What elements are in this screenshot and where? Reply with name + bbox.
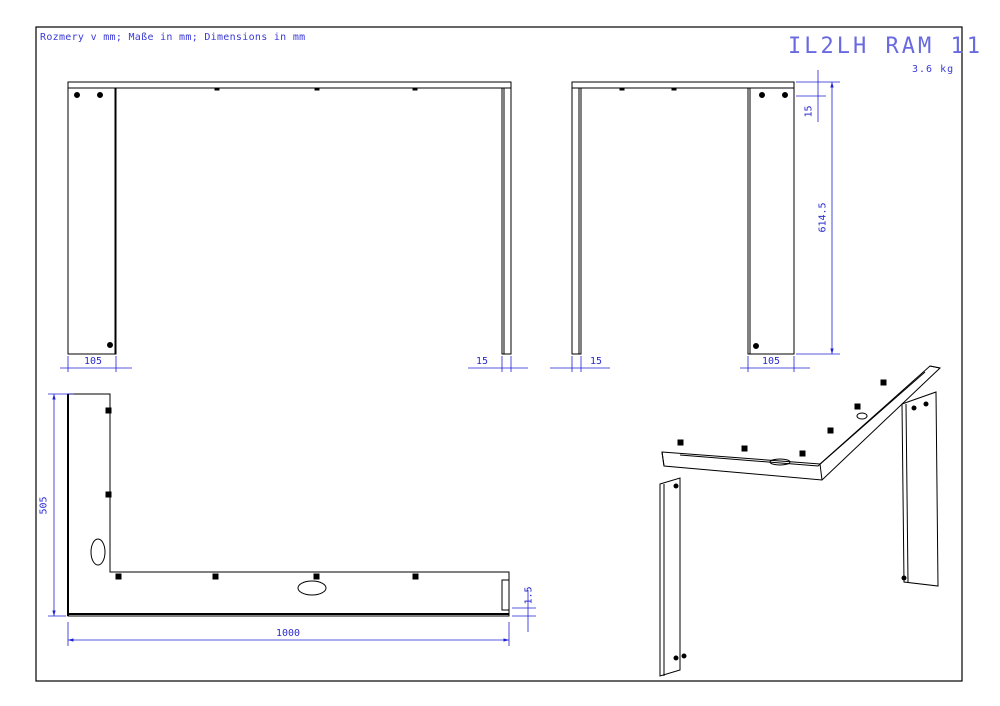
units-note: Rozmery v mm; Maße in mm; Dimensions in … [40,32,306,43]
dim-side-top-height: 15 [803,105,815,118]
front-view [67,81,512,355]
isometric-view [659,365,942,677]
front-right-leg [501,87,512,355]
dim-plan-depth: 505 [38,496,50,515]
dim-plan-width: 1000 [276,628,301,639]
plan-view [67,393,510,617]
side-right-leg [747,87,795,355]
dim-plan-thickness: 1.5 [523,586,535,605]
dim-front-left-width: 105 [84,356,103,367]
drawing-frame [35,26,963,682]
front-left-leg [67,87,117,355]
part-weight: 3.6 kg [912,64,955,75]
part-title: IL2LH RAM 11 [788,34,983,59]
dim-side-total-height: 614.5 [817,202,829,233]
dim-side-right-width: 105 [762,356,781,367]
plan-outline [67,393,510,617]
plan-label-oval-front [297,580,327,596]
plan-label-oval-side [90,538,106,566]
dim-side-left-width: 15 [590,356,603,367]
side-left-leg [571,87,582,355]
dim-front-right-width: 15 [476,356,489,367]
side-view [571,81,795,355]
iso-right-leg [901,391,939,587]
side-top-bar [571,81,795,89]
iso-top-frame [661,365,942,481]
side-dimensions [550,70,840,372]
front-top-bar [67,81,512,89]
plan-dimensions [48,393,536,646]
iso-left-leg [659,477,681,677]
front-dimensions [60,356,528,372]
